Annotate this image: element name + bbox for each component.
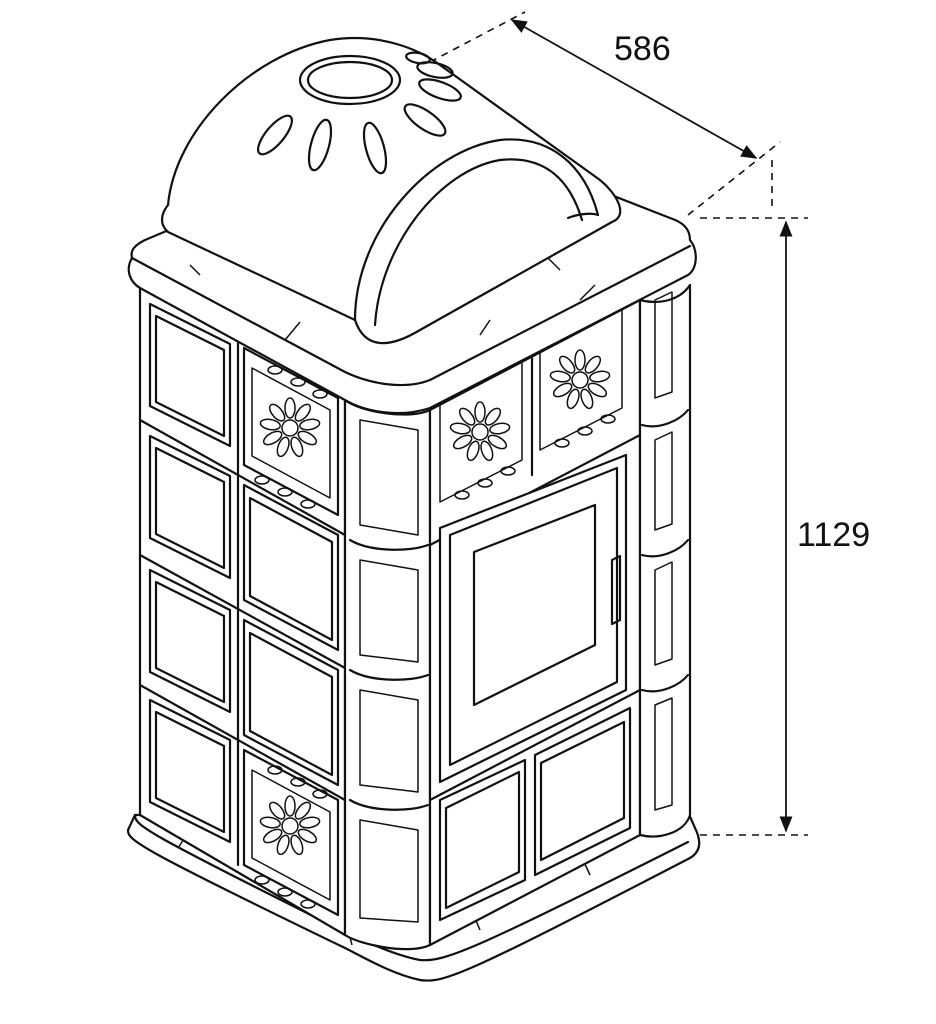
flower-tile-left-upper	[251, 365, 331, 509]
rear-pilaster	[638, 283, 692, 838]
door-window	[472, 503, 597, 707]
depth-arrow	[510, 19, 758, 159]
left-face	[138, 283, 347, 937]
corner-column	[343, 398, 432, 951]
dome-top	[160, 36, 622, 345]
height-label: 1129	[797, 516, 870, 554]
depth-dimension: 586	[429, 11, 781, 216]
vent-slots	[257, 51, 462, 175]
depth-extension-front	[687, 141, 781, 216]
depth-extension-back	[429, 11, 526, 63]
right-face	[428, 298, 642, 947]
depth-label: 586	[614, 30, 671, 68]
door-handle[interactable]	[610, 554, 622, 626]
stove-door[interactable]	[438, 453, 628, 784]
height-dimension: 1129	[700, 160, 870, 836]
flue-opening	[298, 54, 402, 106]
flower-tile-left-lower	[251, 765, 331, 909]
